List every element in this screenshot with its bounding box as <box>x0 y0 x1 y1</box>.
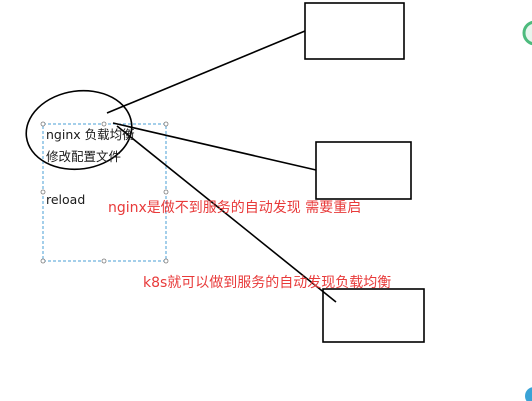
nginx-ellipse-node[interactable] <box>21 84 137 176</box>
selection-handle[interactable] <box>163 189 169 195</box>
edge-badge-bottom[interactable] <box>525 387 532 401</box>
connector-line-middle[interactable] <box>112 122 317 171</box>
selection-handle[interactable] <box>163 121 169 127</box>
target-box-top[interactable] <box>304 2 405 60</box>
selection-handle[interactable] <box>40 121 46 127</box>
edge-badge-top[interactable] <box>522 20 532 46</box>
selection-handle[interactable] <box>101 121 107 127</box>
nginx-node-line-1: nginx 负载均衡 <box>46 127 135 142</box>
selection-handle[interactable] <box>40 189 46 195</box>
note-nginx: nginx是做不到服务的自动发现 需要重启 <box>108 200 362 216</box>
connector-line-bottom[interactable] <box>116 125 337 303</box>
selection-handle[interactable] <box>101 258 107 264</box>
reload-label: reload <box>46 192 86 207</box>
target-box-bottom[interactable] <box>322 288 425 343</box>
note-k8s: k8s就可以做到服务的自动发现负载均衡 <box>143 275 392 291</box>
selection-handle[interactable] <box>40 258 46 264</box>
selection-handle[interactable] <box>163 258 169 264</box>
connector-line-top[interactable] <box>106 30 306 114</box>
nginx-node-line-2: 修改配置文件 <box>46 149 122 164</box>
target-box-middle[interactable] <box>315 141 412 200</box>
